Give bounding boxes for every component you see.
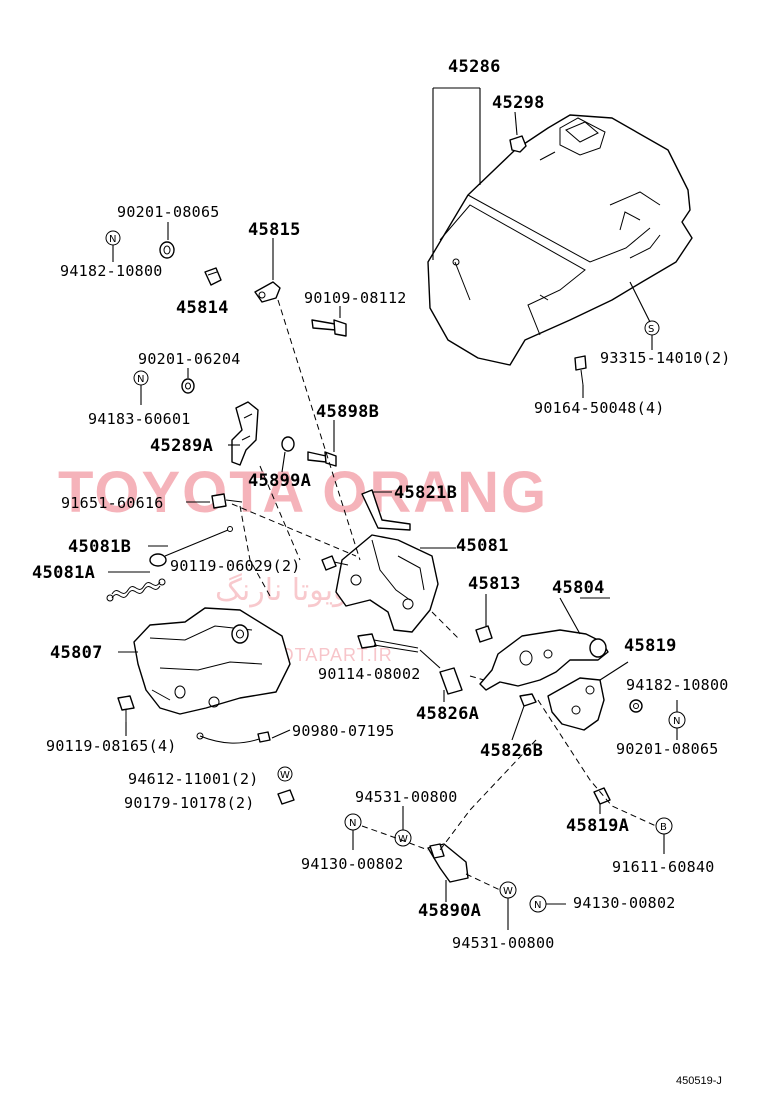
part-45826A	[439, 667, 463, 702]
part-45899A	[281, 436, 295, 473]
label-45814: 45814	[176, 298, 229, 318]
label-45819A: 45819A	[566, 816, 629, 836]
symbol-w-lower: W	[398, 834, 408, 845]
clip-90179-10178	[277, 789, 295, 805]
label-45081A: 45081A	[32, 563, 95, 583]
label-45819: 45819	[624, 636, 677, 656]
label-45899A: 45899A	[248, 471, 311, 491]
harness-90980-07195	[196, 729, 291, 744]
label-93315-14010: 93315-14010(2)	[600, 349, 731, 367]
part-45814	[204, 267, 222, 286]
bolt-45898B	[307, 420, 337, 467]
label-45826A: 45826A	[416, 704, 479, 724]
part-45819A	[593, 787, 611, 814]
assembly-lines	[231, 299, 657, 891]
label-90201-08065-top: 90201-08065	[117, 203, 220, 221]
label-45821B: 45821B	[394, 483, 457, 503]
symbol-w-lower-right: W	[503, 886, 513, 897]
label-45286: 45286	[448, 57, 501, 77]
symbol-s: S	[648, 324, 654, 335]
label-91611-60840: 91611-60840	[612, 858, 715, 876]
label-94612-11001: 94612-11001(2)	[128, 770, 259, 788]
label-90119-08165: 90119-08165(4)	[46, 737, 177, 755]
label-94182-10800-top: 94182-10800	[60, 262, 163, 280]
symbol-b: B	[660, 822, 667, 833]
label-90179-10178: 90179-10178(2)	[124, 794, 255, 812]
label-90201-06204: 90201-06204	[138, 350, 241, 368]
label-45081: 45081	[456, 536, 509, 556]
label-45815: 45815	[248, 220, 301, 240]
symbol-n-right: N	[673, 716, 680, 727]
watermark: TOYOTA ORANG تویوتا نارنگ TOYOTAPART.IR	[58, 460, 548, 665]
bolt-90164	[574, 355, 587, 398]
symbol-n-lower-right: N	[534, 900, 541, 911]
spring-45081A	[106, 571, 166, 602]
symbol-n-lower-left: N	[349, 818, 356, 829]
watermark-persian: تویوتا نارنگ	[215, 573, 357, 608]
label-45804: 45804	[552, 578, 605, 598]
label-94183-60601: 94183-60601	[88, 410, 191, 428]
switch-45890A	[427, 843, 469, 902]
part-labels: 45286 45298 90201-08065 94182-10800 4581…	[32, 57, 731, 952]
plate-45815	[254, 238, 281, 303]
label-94130-00802-left: 94130-00802	[301, 855, 404, 873]
pedal-base-45807	[118, 607, 291, 715]
bracket-45289A	[231, 401, 259, 466]
symbol-n-mid: N	[137, 374, 144, 385]
label-91651-60616: 91651-60616	[61, 494, 164, 512]
label-90114-08002: 90114-08002	[318, 665, 421, 683]
plate-45819	[547, 661, 629, 731]
label-45298: 45298	[492, 93, 545, 113]
symbol-n-top: N	[109, 234, 116, 245]
label-90980-07195: 90980-07195	[292, 722, 395, 740]
label-45289A: 45289A	[150, 436, 213, 456]
label-90119-06029: 90119-06029(2)	[170, 557, 301, 575]
label-94130-00802-right: 94130-00802	[573, 894, 676, 912]
nut-90201-06204	[181, 378, 195, 394]
bolt-90109-08112	[311, 306, 347, 337]
nut-90201-08065-right	[629, 699, 643, 713]
label-45890A: 45890A	[418, 901, 481, 921]
label-45898B: 45898B	[316, 402, 379, 422]
bolt-90119-08165	[117, 695, 135, 736]
label-94531-00800-bottom: 94531-00800	[452, 934, 555, 952]
part-45826B	[511, 693, 537, 741]
bolt-90114-08002	[357, 633, 441, 669]
label-45081B: 45081B	[68, 537, 131, 557]
symbol-w-top: W	[280, 770, 290, 781]
column-cover-45286	[427, 114, 693, 366]
label-90109-08112: 90109-08112	[304, 289, 407, 307]
label-94182-10800-right: 94182-10800	[626, 676, 729, 694]
rod-45081B	[148, 526, 233, 567]
label-94531-00800-top: 94531-00800	[355, 788, 458, 806]
clip-45298	[509, 135, 527, 153]
label-45813: 45813	[468, 574, 521, 594]
part-45821B	[361, 489, 411, 531]
bolt-91651-60616	[186, 493, 243, 509]
arm-45804	[479, 597, 610, 691]
part-45813	[475, 594, 493, 643]
bolt-90119-06029	[321, 555, 349, 571]
label-90164-50048: 90164-50048(4)	[534, 399, 665, 417]
bracket-45081	[335, 534, 456, 633]
watermark-main: TOYOTA ORANG	[58, 460, 548, 525]
label-90201-08065-right: 90201-08065	[616, 740, 719, 758]
label-45807: 45807	[50, 643, 103, 663]
label-45826B: 45826B	[480, 741, 543, 761]
diagram-code: 450519-J	[676, 1075, 722, 1087]
nut-90201-08065	[159, 241, 175, 259]
